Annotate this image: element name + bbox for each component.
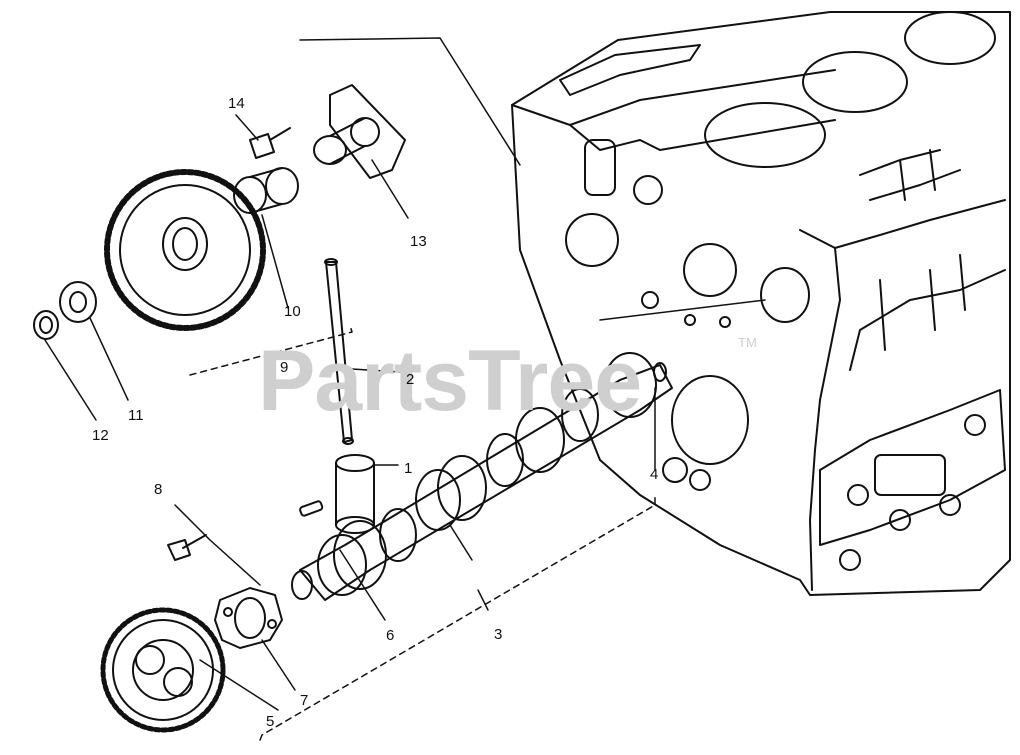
- callout-12: 12: [92, 427, 109, 444]
- callout-10: 10: [284, 303, 301, 320]
- callout-6: 6: [386, 627, 394, 644]
- tappet: [335, 454, 375, 534]
- idler-shaft-bracket: [313, 84, 406, 179]
- callout-1: 1: [404, 460, 412, 477]
- bushing: [233, 167, 299, 214]
- bearing-plate: [214, 587, 283, 649]
- callout-13: 13: [410, 233, 427, 250]
- callout-5: 5: [266, 713, 274, 730]
- idler-bolt: [249, 127, 291, 159]
- partstree-watermark: PartsTree: [258, 333, 641, 429]
- callout-14: 14: [228, 95, 245, 112]
- cam-gear: [100, 607, 226, 733]
- assembly-guides: [189, 324, 656, 741]
- pushrod: [324, 258, 354, 445]
- callout-11: 11: [128, 407, 144, 424]
- snap-ring: [33, 310, 59, 340]
- engine-block: [511, 11, 1011, 596]
- callout-4: 4: [650, 466, 658, 483]
- callout-2: 2: [406, 371, 414, 388]
- key: [299, 500, 324, 517]
- thrust-washer: [59, 281, 97, 323]
- trademark-mark: TM: [738, 335, 757, 350]
- idler-gear: [104, 169, 266, 331]
- camshaft: [291, 352, 673, 601]
- callout-8: 8: [154, 481, 162, 498]
- callout-9: 9: [280, 359, 288, 376]
- callout-3: 3: [494, 626, 502, 643]
- bolt: [167, 534, 207, 561]
- leader-lines: [44, 37, 766, 711]
- callout-7: 7: [300, 692, 308, 709]
